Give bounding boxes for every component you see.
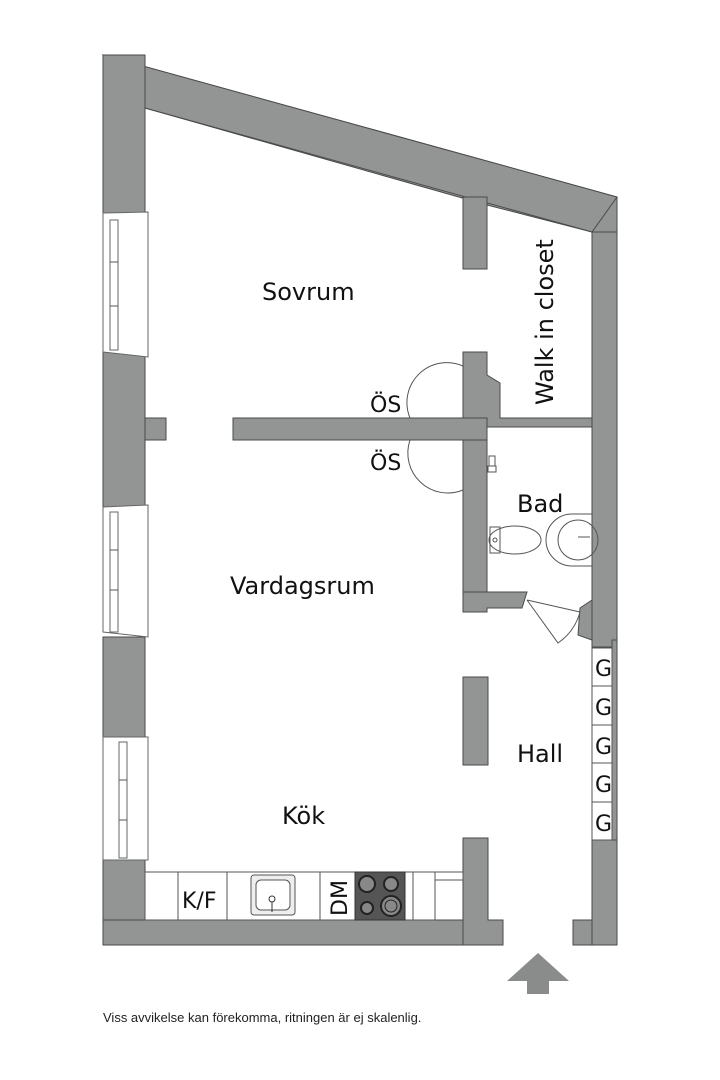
outer-walls <box>101 54 618 946</box>
label-wardrobe: G <box>595 696 612 721</box>
room-label-walk-in-closet: Walk in closet <box>531 239 559 405</box>
entrance-arrow-icon <box>507 953 569 994</box>
stove-icon <box>354 871 406 921</box>
room-label-sovrum: Sovrum <box>262 278 355 306</box>
label-wardrobe: G <box>595 735 612 760</box>
room-label-bad: Bad <box>517 490 563 518</box>
window-sovrum <box>102 211 149 358</box>
label-fridge-freezer: K/F <box>182 889 217 914</box>
bathroom-fixtures <box>487 455 599 567</box>
window-kok <box>102 736 149 861</box>
label-os-lower: ÖS <box>370 450 401 476</box>
disclaimer-text: Viss avvikelse kan förekomma, ritningen … <box>103 1010 422 1025</box>
window-vardagsrum <box>102 504 149 638</box>
label-os-upper: ÖS <box>370 392 401 418</box>
sink-icon <box>545 513 599 567</box>
shower-icon <box>487 455 497 473</box>
wardrobes <box>591 647 613 841</box>
label-wardrobe: G <box>595 812 612 837</box>
kitchen-sink-icon <box>250 874 296 916</box>
windows <box>102 211 149 861</box>
room-label-kok: Kök <box>282 802 325 830</box>
toilet-icon <box>488 525 542 555</box>
label-dishwasher: DM <box>328 880 353 916</box>
room-label-hall: Hall <box>517 740 563 768</box>
doors <box>406 362 581 644</box>
interior-walls <box>232 196 593 946</box>
label-wardrobe: G <box>595 657 612 682</box>
label-wardrobe: G <box>595 773 612 798</box>
kitchen-counter <box>144 871 464 921</box>
room-label-vardagsrum: Vardagsrum <box>230 572 375 600</box>
